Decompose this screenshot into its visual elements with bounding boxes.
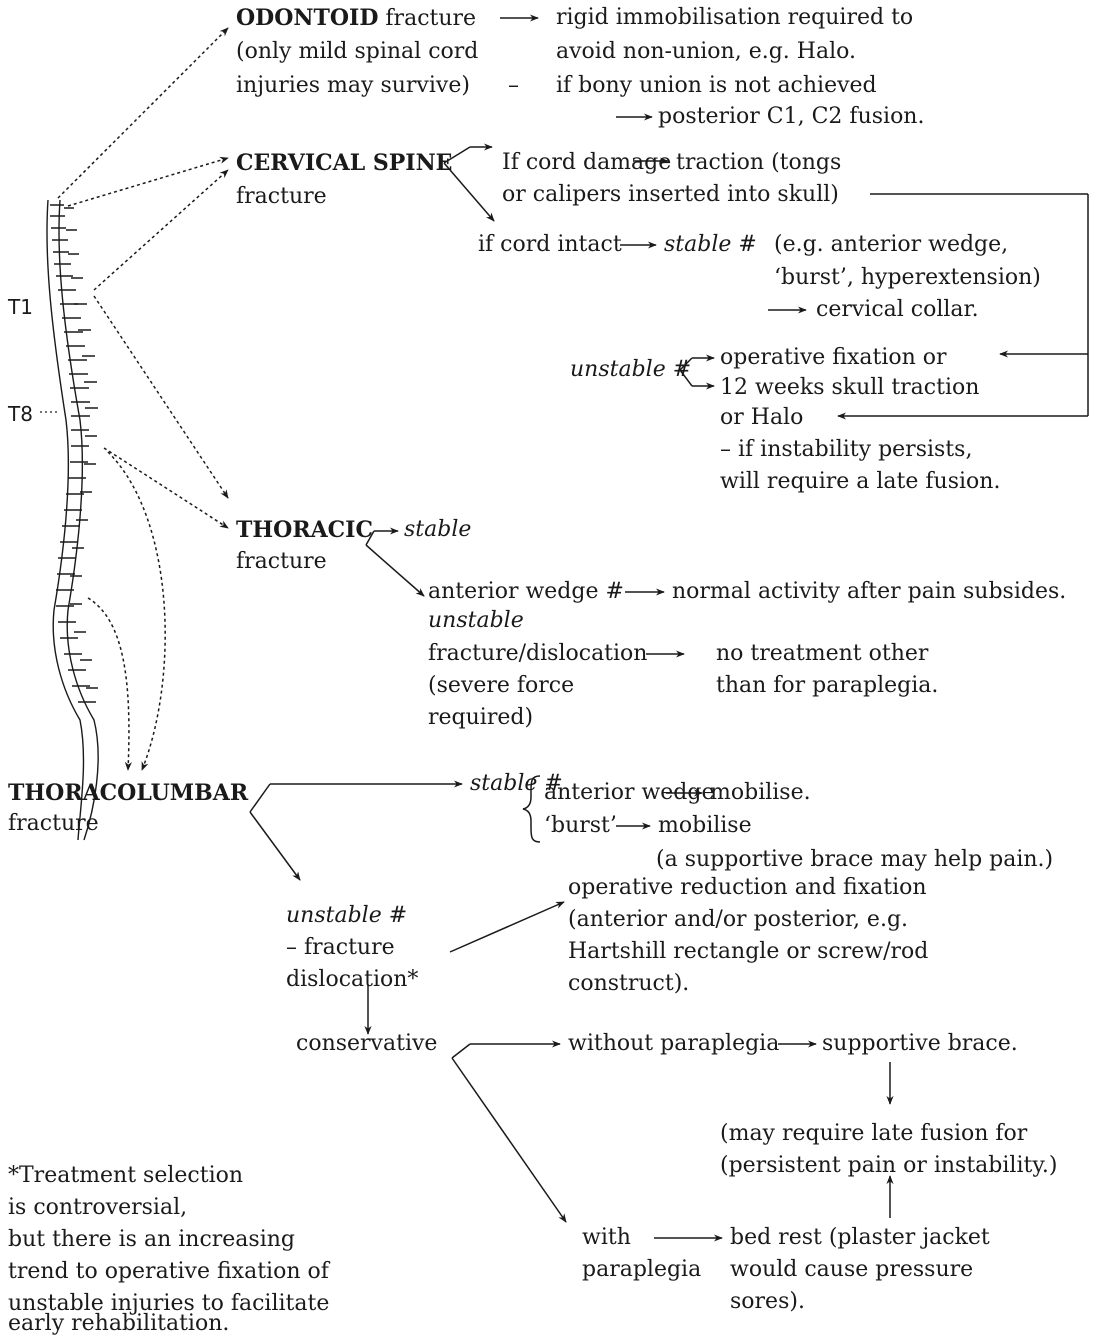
thoracolumbar-fracture-2: dislocation* [286,966,418,994]
thoracolumbar-operative-2: (anterior and/or posterior, e.g. [568,906,908,934]
thoracolumbar-heading-sub: fracture [8,810,99,838]
thoracic-severe-force-1: (severe force [428,672,574,700]
thoracolumbar-without-paraplegia: without paraplegia [568,1030,779,1058]
spine-label-t8: T8 [8,402,33,426]
cervical-cord-intact: if cord intact [478,231,622,259]
thoracic-severe-force-2: required) [428,704,533,732]
thoracolumbar-supportive-brace: supportive brace. [822,1030,1018,1058]
footnote-line-4: trend to operative fixation of [8,1258,329,1286]
odontoid-dash: – [508,72,519,100]
thoracic-heading: THORACIC [236,516,373,545]
cervical-stable: stable # [664,231,757,259]
thoracic-heading-sub: fracture [236,548,327,576]
cervical-skull-traction: 12 weeks skull traction [720,374,979,402]
thoracolumbar-bed-rest-2: would cause pressure [730,1256,973,1284]
footnote-line-6: early rehabilitation. [8,1310,229,1338]
thoracolumbar-heading: THORACOLUMBAR [8,779,248,808]
odontoid-treatment-line-3: if bony union is not achieved [556,72,877,100]
thoracolumbar-unstable: unstable # [286,902,407,930]
cervical-cord-damage: If cord damage [502,149,671,177]
thoracolumbar-mobilise-2: mobilise [658,812,752,840]
thoracolumbar-bed-rest-3: sores). [730,1288,805,1316]
thoracolumbar-bed-rest-1: bed rest (plaster jacket [730,1224,990,1252]
footnote-line-1: *Treatment selection [8,1162,243,1190]
thoracic-fracture-dislocation: fracture/dislocation [428,640,647,668]
thoracic-no-treatment-2: than for paraplegia. [716,672,938,700]
thoracolumbar-anterior-wedge: anterior wedge [544,779,715,807]
thoracolumbar-late-fusion-2: (persistent pain or instability.) [720,1152,1057,1180]
cervical-collar: cervical collar. [816,296,979,324]
thoracic-no-treatment-1: no treatment other [716,640,928,668]
cervical-stable-examples-1: (e.g. anterior wedge, [774,231,1008,259]
odontoid-note-line-2: injuries may survive) [236,72,470,100]
odontoid-fusion: posterior C1, C2 fusion. [658,103,924,131]
cervical-heading: CERVICAL SPINE [236,149,452,178]
thoracolumbar-mobilise: mobilise. [710,779,811,807]
thoracic-stable: stable [404,516,471,544]
cervical-stable-examples-2: ‘burst’, hyperextension) [774,264,1041,292]
thoracolumbar-brace-note: (a supportive brace may help pain.) [656,846,1053,874]
thoracolumbar-with: with [582,1224,631,1252]
thoracic-unstable: unstable [428,607,524,635]
odontoid-treatment-line-1: rigid immobilisation required to [556,4,913,32]
thoracolumbar-operative-3: Hartshill rectangle or screw/rod [568,938,928,966]
odontoid-note-line-1: (only mild spinal cord [236,38,478,66]
spine-label-t1: T1 [8,295,33,319]
cervical-heading-sub: fracture [236,183,327,211]
thoracic-anterior-wedge: anterior wedge # [428,578,624,606]
footnote-line-3: but there is an increasing [8,1226,295,1254]
thoracolumbar-paraplegia: paraplegia [582,1256,701,1284]
cervical-calipers: or calipers inserted into skull) [502,181,839,209]
thoracolumbar-late-fusion-1: (may require late fusion for [720,1120,1027,1148]
cervical-persists-2: will require a late fusion. [720,468,1000,496]
footnote-line-2: is controversial, [8,1194,187,1222]
cervical-traction: traction (tongs [676,149,841,177]
odontoid-treatment-line-2: avoid non-union, e.g. Halo. [556,38,856,66]
thoracolumbar-fracture-1: – fracture [286,934,395,962]
thoracolumbar-conservative: conservative [296,1030,437,1058]
thoracolumbar-operative-1: operative reduction and fixation [568,874,927,902]
cervical-persists-1: – if instability persists, [720,436,972,464]
odontoid-heading: ODONTOID fracture [236,4,476,33]
thoracolumbar-operative-4: construct). [568,970,689,998]
spine-illustration [47,200,98,840]
thoracolumbar-burst: ‘burst’ [544,812,617,840]
cervical-operative-fixation: operative fixation or [720,344,947,372]
cervical-halo: or Halo [720,404,803,432]
cervical-unstable: unstable # [570,356,691,384]
thoracic-normal-activity: normal activity after pain subsides. [672,578,1066,606]
